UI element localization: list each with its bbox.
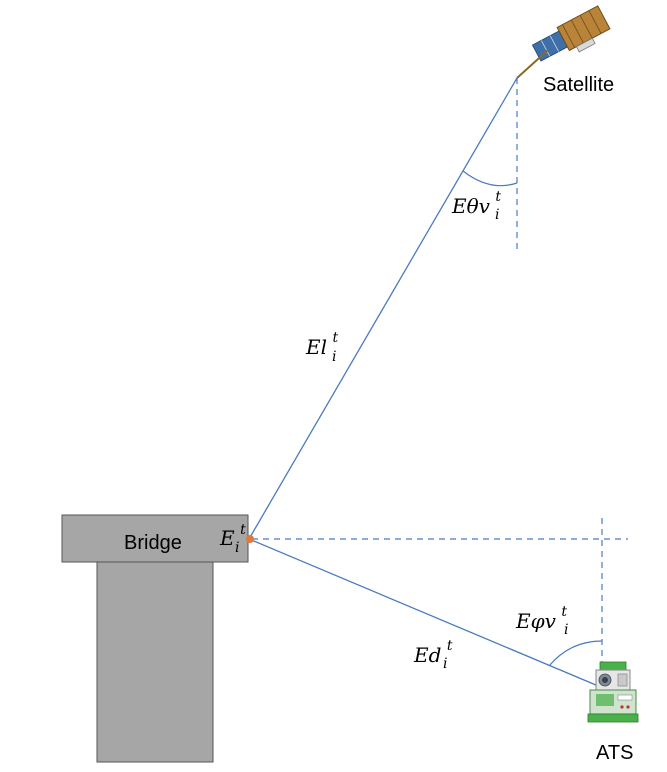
phi-angle-label: Eφv t i: [515, 604, 568, 638]
el-sub: i: [332, 349, 336, 365]
point-sub: i: [235, 540, 239, 556]
ed-sub: i: [443, 656, 447, 672]
theta-sub: i: [495, 207, 499, 223]
theta-sup: t: [495, 189, 501, 205]
phi-base: Eφv: [515, 609, 557, 633]
theta-angle-arc: [462, 170, 518, 187]
bridge-label: Bridge: [124, 532, 182, 554]
satellite-label: Satellite: [543, 74, 614, 96]
ats-label: ATS: [596, 742, 633, 764]
ed-sup: t: [447, 638, 453, 654]
svg-text:E t: E t: [219, 522, 246, 550]
satellite-icon: [531, 5, 611, 62]
el-sup: t: [332, 330, 338, 346]
measurement-point: [246, 535, 254, 543]
ed-base: Ed: [413, 643, 441, 667]
point-sup: t: [240, 522, 246, 538]
svg-text:Eθv t: Eθv t: [451, 189, 501, 218]
phi-sub: i: [564, 622, 568, 638]
theta-base: Eθv: [451, 194, 491, 218]
phi-sup: t: [561, 604, 567, 620]
phi-angle-arc: [548, 640, 603, 667]
bridge-deck: [61, 514, 249, 563]
total-station-icon: [587, 661, 639, 723]
svg-text:Eφv t: Eφv t: [515, 604, 567, 633]
point-base: E: [219, 526, 235, 550]
ed-distance-label: Ed t i: [413, 638, 453, 672]
theta-angle-label: Eθv t i: [451, 189, 501, 223]
svg-text:Ed t: Ed t: [413, 638, 453, 667]
satellite-line: [248, 77, 518, 540]
point-label: E t i: [219, 522, 246, 556]
satellite-boom: [516, 49, 549, 79]
bridge-pier: [96, 561, 214, 763]
svg-text:El t: El t: [305, 330, 338, 359]
el-base: El: [305, 335, 327, 359]
el-distance-label: El t i: [305, 330, 338, 365]
ats-line: [248, 538, 604, 689]
